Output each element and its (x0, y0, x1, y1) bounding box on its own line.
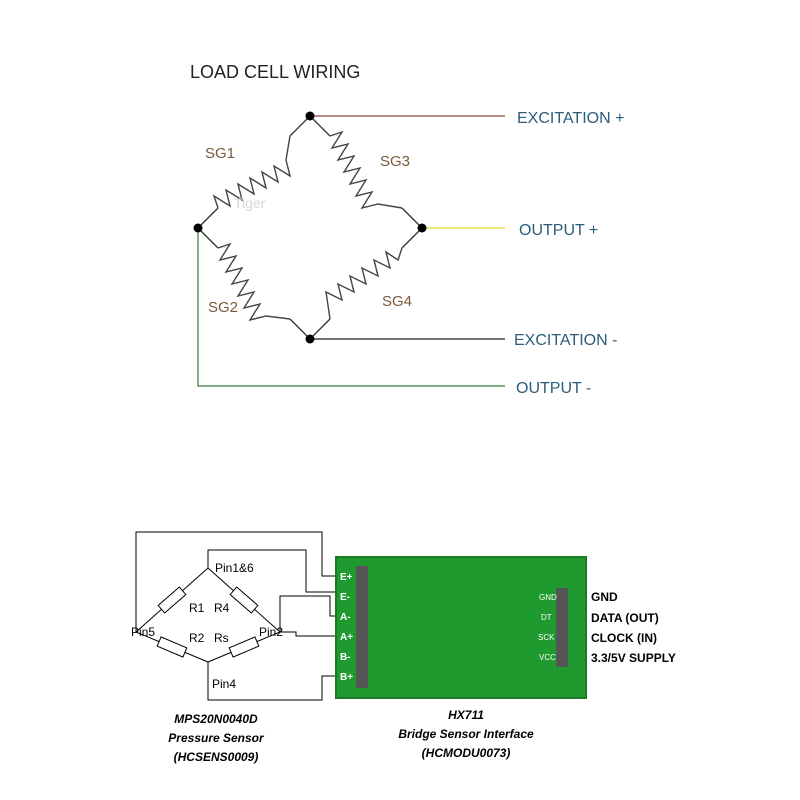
board-pin-vcc: VCC (539, 653, 556, 662)
r2-resistor (156, 636, 188, 658)
board-model-caption: HX711 (448, 708, 484, 722)
excitation-minus-label: EXCITATION - (514, 332, 617, 349)
rs-label: Rs (214, 631, 229, 645)
diagram-title: LOAD CELL WIRING (190, 62, 360, 82)
board-code-caption: (HCMODU0073) (422, 746, 511, 760)
board-pin-gnd: GND (539, 593, 557, 602)
board-pin-b-minus: B- (340, 652, 351, 663)
gnd-side-label: GND (591, 590, 618, 604)
bridge (197, 115, 423, 340)
board-pin-dt: DT (541, 613, 552, 622)
board-pin-sck: SCK (538, 633, 555, 642)
supply-side-label: 3.3/5V SUPPLY (591, 651, 676, 665)
sensor-type-caption: Pressure Sensor (168, 731, 265, 745)
sg4-coil (325, 247, 403, 320)
board-pin-a-minus: A- (340, 612, 351, 623)
node-right (417, 223, 427, 233)
resistors (156, 586, 260, 658)
board-pin-e-minus: E- (340, 592, 350, 603)
hx711-board (335, 556, 587, 699)
output-minus-wire (197, 228, 505, 387)
board-pin-e-plus: E+ (340, 572, 353, 583)
r4-label: R4 (214, 601, 230, 615)
node-left (193, 223, 203, 233)
right-header (556, 588, 568, 667)
r4-resistor (229, 586, 259, 614)
sg1-coil (212, 135, 292, 209)
node-bottom (305, 334, 315, 344)
sg2-label: SG2 (208, 299, 238, 316)
output-minus-label: OUTPUT - (516, 380, 591, 397)
output-plus-label: OUTPUT + (519, 222, 598, 239)
clock-in-side-label: CLOCK (IN) (591, 631, 657, 645)
excitation-plus-label: EXCITATION + (517, 110, 624, 127)
node-top (305, 111, 315, 121)
sg2-coil (217, 242, 291, 322)
left-header (356, 566, 368, 688)
rs-resistor (228, 636, 260, 658)
r1-label: R1 (189, 601, 205, 615)
sg3-coil (329, 130, 403, 210)
pin2-label: Pin2 (259, 625, 283, 639)
pin1-6-label: Pin1&6 (215, 561, 254, 575)
board-pin-b-plus: B+ (340, 672, 353, 683)
r2-label: R2 (189, 631, 205, 645)
data-out-side-label: DATA (OUT) (591, 611, 659, 625)
pin5-label: Pin5 (131, 625, 155, 639)
sg3-label: SG3 (380, 153, 410, 170)
board-type-caption: Bridge Sensor Interface (398, 727, 534, 741)
sensor-wiring (135, 531, 338, 701)
sensor-code-caption: (HCSENS0009) (174, 750, 259, 764)
pin4-label: Pin4 (212, 677, 236, 691)
sg1-label: SG1 (205, 145, 235, 162)
watermark: Tiger (234, 195, 266, 211)
sensor-model-caption: MPS20N0040D (174, 712, 258, 726)
sg4-label: SG4 (382, 293, 412, 310)
board-pin-a-plus: A+ (340, 632, 353, 643)
r1-resistor (157, 586, 187, 614)
